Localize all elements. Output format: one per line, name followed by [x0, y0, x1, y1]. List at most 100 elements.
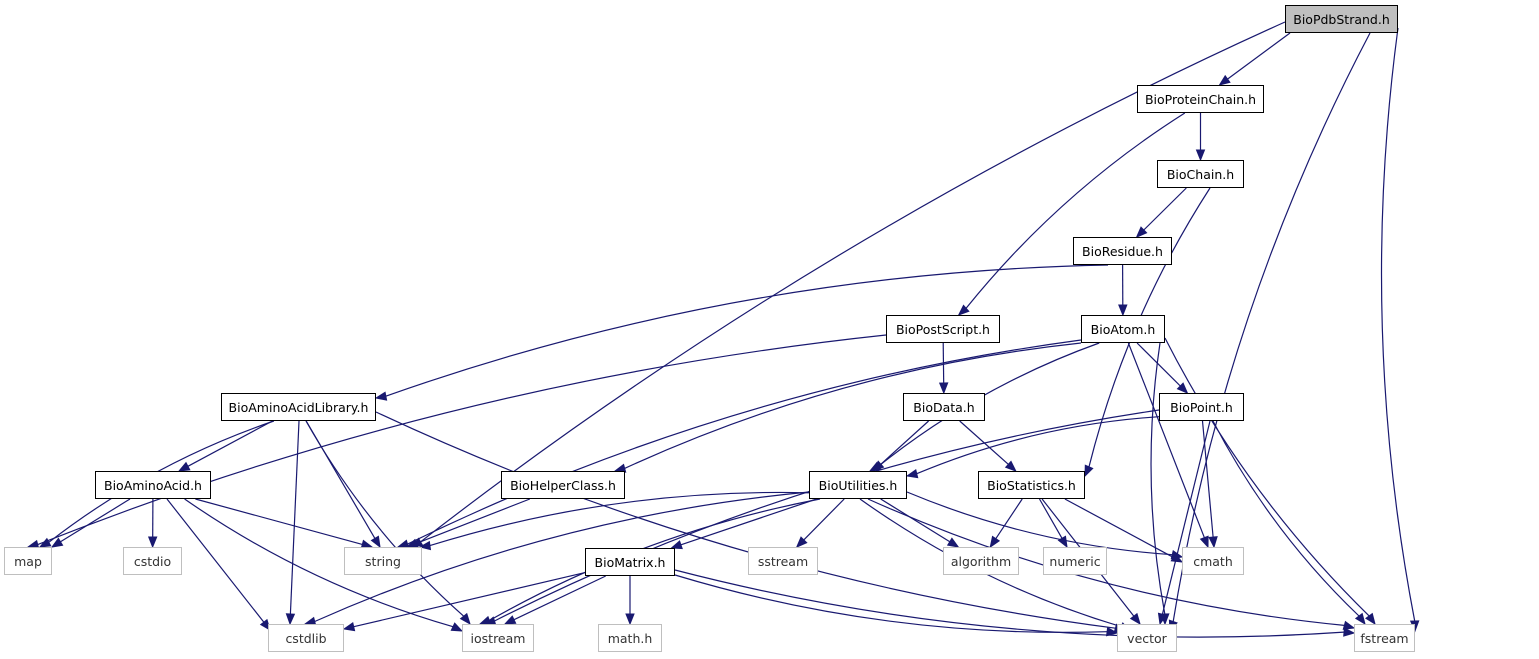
- edge-bhc-to-string: [416, 498, 531, 544]
- edge-bps-to-map: [37, 334, 887, 546]
- arrowhead-but-to-sstream: [795, 536, 808, 548]
- arrowhead-bdat-to-but: [872, 460, 885, 472]
- node-bmx[interactable]: BioMatrix.h: [585, 548, 675, 576]
- arrowhead-bat-to-cmath: [1199, 535, 1209, 549]
- arrowhead-bmx-to-iostream: [503, 615, 517, 625]
- edge-bpc-to-bps: [965, 112, 1186, 309]
- node-bdat[interactable]: BioData.h: [903, 393, 985, 421]
- arrowhead-but-to-algorithm: [946, 537, 960, 548]
- arrowhead-baal-to-map: [38, 537, 52, 548]
- node-bpdbs[interactable]: BioPdbStrand.h: [1285, 5, 1398, 33]
- node-cmath: cmath: [1182, 547, 1244, 575]
- node-but[interactable]: BioUtilities.h: [809, 471, 907, 499]
- arrowhead-baa-to-cstdio: [147, 536, 158, 549]
- node-map: map: [4, 547, 52, 575]
- arrowhead-bch-to-bst: [1084, 464, 1094, 478]
- edge-but-to-bmx: [680, 498, 817, 546]
- edge-baal-to-baa: [187, 420, 273, 467]
- arrowhead-bpt-to-but: [905, 468, 919, 479]
- node-bres[interactable]: BioResidue.h: [1073, 237, 1172, 265]
- edge-but-to-sstream: [803, 498, 845, 541]
- node-bpc[interactable]: BioProteinChain.h: [1137, 85, 1264, 113]
- edge-bat-to-bhc: [624, 342, 1082, 469]
- edge-bmx-to-iostream: [513, 575, 606, 621]
- edge-bdat-to-but: [880, 420, 930, 465]
- edge-bst-to-cmath: [1064, 498, 1174, 558]
- node-baa[interactable]: BioAminoAcid.h: [95, 471, 211, 499]
- edge-bpdbs-to-fstream: [1380, 27, 1416, 622]
- node-iostream: iostream: [462, 624, 534, 652]
- arrowhead-but-to-fstream: [1342, 620, 1356, 630]
- edge-bch-to-bres: [1143, 187, 1187, 231]
- edge-bat-to-cmath: [1127, 342, 1205, 538]
- edge-but-to-fstream: [867, 498, 1345, 626]
- node-bst[interactable]: BioStatistics.h: [978, 471, 1085, 499]
- edge-baa-to-string: [195, 498, 363, 545]
- arrowhead-bps-to-bdat: [938, 382, 949, 395]
- edge-bmx-to-cstdlib: [353, 572, 586, 628]
- edge-baal-to-cstdlib: [289, 420, 300, 615]
- node-bch[interactable]: BioChain.h: [1157, 160, 1244, 188]
- node-vector: vector: [1117, 624, 1177, 652]
- arrowhead-bat-to-fstream: [1365, 612, 1376, 626]
- edge-bpt-to-iostream: [494, 409, 1160, 622]
- node-bat[interactable]: BioAtom.h: [1081, 315, 1165, 343]
- edge-bpdbs-to-bpc: [1227, 32, 1291, 80]
- node-string: string: [344, 547, 422, 575]
- node-bpt[interactable]: BioPoint.h: [1159, 393, 1244, 421]
- node-algorithm: algorithm: [943, 547, 1019, 575]
- edge-bat-to-bpt: [1136, 342, 1181, 387]
- arrowhead-baal-to-baa: [177, 461, 191, 472]
- arrowhead-bmx-to-mathh: [625, 613, 635, 626]
- edge-but-to-iostream: [489, 498, 821, 622]
- node-cstdio: cstdio: [123, 547, 182, 575]
- edge-but-to-string: [429, 491, 810, 547]
- edge-baal-to-vector: [375, 411, 1116, 629]
- edge-bpt-to-fstream: [1212, 420, 1360, 617]
- arrowhead-bres-to-baal: [374, 391, 388, 401]
- edge-bres-to-baal: [385, 264, 1109, 397]
- node-bhc[interactable]: BioHelperClass.h: [501, 471, 625, 499]
- edge-bat-to-fstream: [1164, 337, 1370, 617]
- arrowhead-bst-to-numeric: [1057, 535, 1068, 549]
- node-cstdlib: cstdlib: [268, 624, 344, 652]
- arrowhead-bst-to-algorithm: [989, 535, 1001, 549]
- arrowhead-bmx-to-cstdlib: [342, 621, 356, 632]
- arrowhead-baal-to-string: [370, 535, 381, 549]
- edge-bat-to-string: [407, 339, 1082, 545]
- edge-bst-to-numeric: [1038, 498, 1063, 539]
- arrowhead-but-to-string: [418, 540, 432, 551]
- edge-bpdbs-to-vector: [1172, 32, 1371, 622]
- arrowhead-bpt-to-cmath: [1208, 536, 1218, 549]
- node-bps[interactable]: BioPostScript.h: [886, 315, 1000, 343]
- edge-but-to-cmath: [906, 491, 1173, 556]
- edge-but-to-algorithm: [880, 498, 951, 543]
- arrowhead-bdat-to-bst: [1004, 460, 1017, 472]
- arrowhead-bst-to-cmath: [1170, 552, 1184, 563]
- arrowhead-baa-to-iostream: [450, 622, 464, 632]
- arrowhead-bmx-to-fstream: [1343, 627, 1356, 637]
- arrowhead-bmx-to-vector: [1106, 626, 1119, 637]
- edge-but-to-cstdlib: [314, 491, 810, 623]
- node-sstream: sstream: [748, 547, 818, 575]
- arrowhead-bpc-to-bch: [1195, 149, 1206, 162]
- edge-baa-to-map: [60, 498, 131, 543]
- arrowhead-baal-to-cstdlib: [285, 613, 296, 626]
- edge-bpt-to-but: [916, 416, 1160, 475]
- arrowhead-but-to-bmx: [670, 540, 683, 550]
- arrowhead-bat-to-bpt: [1176, 382, 1189, 394]
- edge-baal-to-iostream: [305, 420, 465, 617]
- arrowhead-bpt-to-vector: [1157, 612, 1168, 626]
- arrowhead-baa-to-map: [50, 537, 64, 548]
- arrowhead-baal-to-iostream: [459, 612, 471, 626]
- edge-bpt-to-vector: [1161, 420, 1211, 615]
- edge-bmx-to-fstream: [674, 569, 1345, 638]
- edge-baa-to-cstdlib: [166, 498, 265, 623]
- arrowhead-bres-to-bat: [1118, 304, 1128, 317]
- arrowhead-bch-to-bres: [1135, 226, 1148, 238]
- arrowhead-bpt-to-fstream: [1354, 612, 1366, 626]
- arrowhead-bpc-to-bps: [957, 304, 970, 316]
- edge-bat-to-vector: [1150, 342, 1166, 615]
- node-baal[interactable]: BioAminoAcidLibrary.h: [221, 393, 376, 421]
